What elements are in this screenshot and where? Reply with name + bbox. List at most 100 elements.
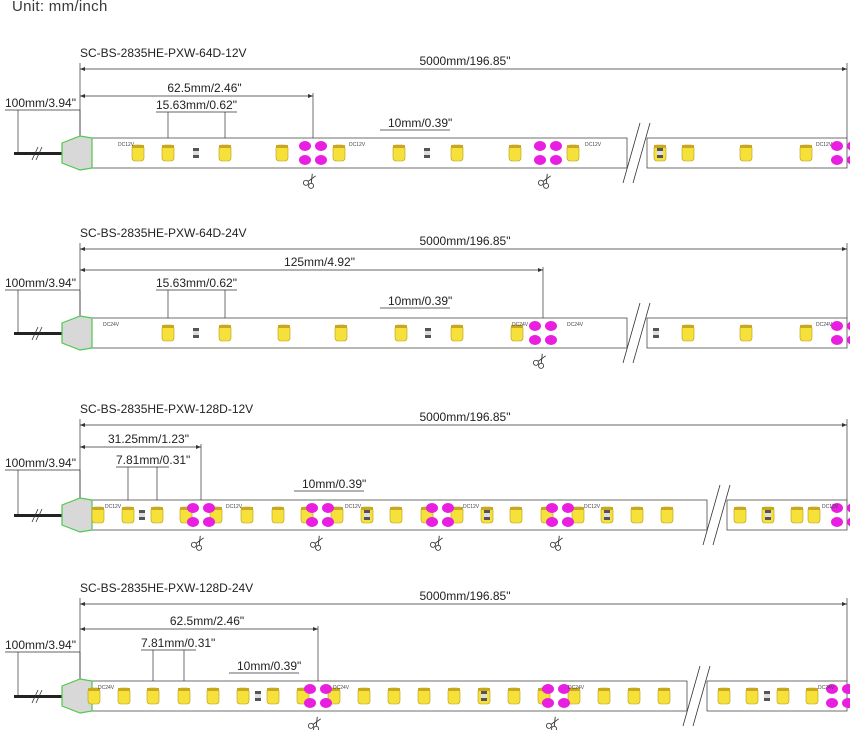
led-cathode-mark bbox=[219, 145, 231, 148]
solder-pad bbox=[546, 503, 558, 513]
scissors-ring bbox=[429, 541, 436, 548]
led-cathode-mark bbox=[451, 325, 463, 328]
scissors-blade bbox=[312, 718, 321, 725]
total-length-dimension bbox=[80, 423, 847, 427]
resistor-band bbox=[255, 694, 261, 698]
lead-length-label: 100mm/3.94" bbox=[5, 456, 76, 470]
led-cathode-mark bbox=[448, 688, 460, 691]
cut-unit-label: 31.25mm/1.23" bbox=[108, 432, 189, 446]
led-chip bbox=[627, 687, 641, 705]
strip-section-1: SC-BS-2835HE-PXW-64D-12V5000mm/196.85"62… bbox=[5, 46, 850, 189]
wire-break bbox=[31, 508, 39, 523]
break-line bbox=[692, 665, 711, 727]
voltage-marking: DC24V bbox=[333, 685, 350, 691]
strip-segment bbox=[79, 680, 688, 712]
solder-pad bbox=[426, 517, 438, 527]
led-chip bbox=[240, 506, 254, 524]
solder-pad bbox=[831, 335, 843, 345]
led-cathode-mark bbox=[740, 325, 752, 328]
led-chip bbox=[508, 144, 522, 162]
solder-pad bbox=[842, 684, 850, 694]
pitch-label: 15.63mm/0.62" bbox=[156, 98, 237, 112]
led-chip bbox=[121, 506, 135, 524]
led-cathode-mark bbox=[628, 688, 640, 691]
led-cathode-mark bbox=[598, 688, 610, 691]
scissors-icon bbox=[545, 716, 559, 730]
pitch-label: 7.81mm/0.31" bbox=[141, 636, 215, 650]
scissors-blade bbox=[314, 537, 323, 544]
led-chip bbox=[805, 687, 819, 705]
resistor bbox=[657, 148, 663, 158]
resistor bbox=[653, 328, 659, 338]
break-line bbox=[622, 122, 641, 184]
resistor bbox=[364, 510, 370, 520]
led-cathode-mark bbox=[92, 507, 104, 510]
solder-pads bbox=[306, 503, 334, 527]
led-chip bbox=[507, 687, 521, 705]
voltage-marking: DC24V bbox=[103, 322, 120, 328]
solder-pad bbox=[826, 684, 838, 694]
led-chip bbox=[739, 324, 753, 342]
led-chip bbox=[206, 687, 220, 705]
led-chip bbox=[799, 324, 813, 342]
led-cathode-mark bbox=[654, 145, 666, 148]
break-mark bbox=[682, 665, 711, 727]
led-chip bbox=[510, 324, 524, 342]
pitch-label: 15.63mm/0.62" bbox=[156, 276, 237, 290]
total-length-dimension bbox=[80, 602, 847, 606]
led-cathode-mark bbox=[682, 145, 694, 148]
led-cathode-mark bbox=[272, 507, 284, 510]
led-cathode-mark bbox=[219, 325, 231, 328]
resistor bbox=[764, 691, 770, 701]
resistor-band bbox=[364, 513, 370, 517]
solder-pad bbox=[545, 321, 557, 331]
cut-unit-label: 125mm/4.92" bbox=[284, 255, 355, 269]
strip-segment bbox=[726, 499, 848, 531]
solder-pad bbox=[847, 321, 850, 331]
led-cathode-mark bbox=[511, 325, 523, 328]
solder-pad bbox=[534, 155, 546, 165]
led-chip bbox=[389, 506, 403, 524]
led-chip bbox=[733, 506, 747, 524]
voltage-marking: DC12V bbox=[816, 142, 833, 148]
led-chip bbox=[739, 144, 753, 162]
scissors-ring bbox=[551, 725, 558, 730]
led-cathode-mark bbox=[393, 145, 405, 148]
solder-pad bbox=[847, 335, 850, 345]
solder-pad bbox=[315, 155, 327, 165]
total-length-label: 5000mm/196.85" bbox=[420, 234, 511, 248]
led-cathode-mark bbox=[178, 688, 190, 691]
resistor bbox=[193, 148, 199, 158]
width-label: 10mm/0.39" bbox=[302, 477, 366, 491]
total-length-dimension bbox=[80, 247, 847, 251]
arrow-head bbox=[80, 67, 85, 71]
solder-pad bbox=[542, 698, 554, 708]
led-chip bbox=[150, 506, 164, 524]
solder-pad bbox=[831, 321, 843, 331]
led-chip bbox=[271, 506, 285, 524]
voltage-marking: DC24V bbox=[818, 685, 835, 691]
led-cathode-mark bbox=[800, 325, 812, 328]
scissors-icon bbox=[307, 716, 321, 730]
model-label: SC-BS-2835HE-PXW-128D-12V bbox=[80, 402, 253, 416]
lead-length-label: 100mm/3.94" bbox=[5, 638, 76, 652]
solder-pad bbox=[203, 517, 215, 527]
solder-pad bbox=[320, 684, 332, 694]
solder-pad bbox=[304, 698, 316, 708]
solder-pad bbox=[529, 321, 541, 331]
break-line bbox=[702, 484, 721, 546]
wire-break bbox=[35, 689, 43, 704]
resistor-band bbox=[484, 513, 490, 517]
solder-pad bbox=[442, 503, 454, 513]
solder-pad bbox=[315, 141, 327, 151]
led-cathode-mark bbox=[241, 507, 253, 510]
led-cathode-mark bbox=[508, 688, 520, 691]
wire-break bbox=[31, 146, 39, 161]
strip-body bbox=[79, 680, 848, 712]
led-chip bbox=[799, 144, 813, 162]
led-cathode-mark bbox=[510, 507, 522, 510]
led-chip bbox=[392, 144, 406, 162]
break-line bbox=[632, 122, 651, 184]
led-cathode-mark bbox=[180, 507, 192, 510]
led-cathode-mark bbox=[361, 507, 373, 510]
